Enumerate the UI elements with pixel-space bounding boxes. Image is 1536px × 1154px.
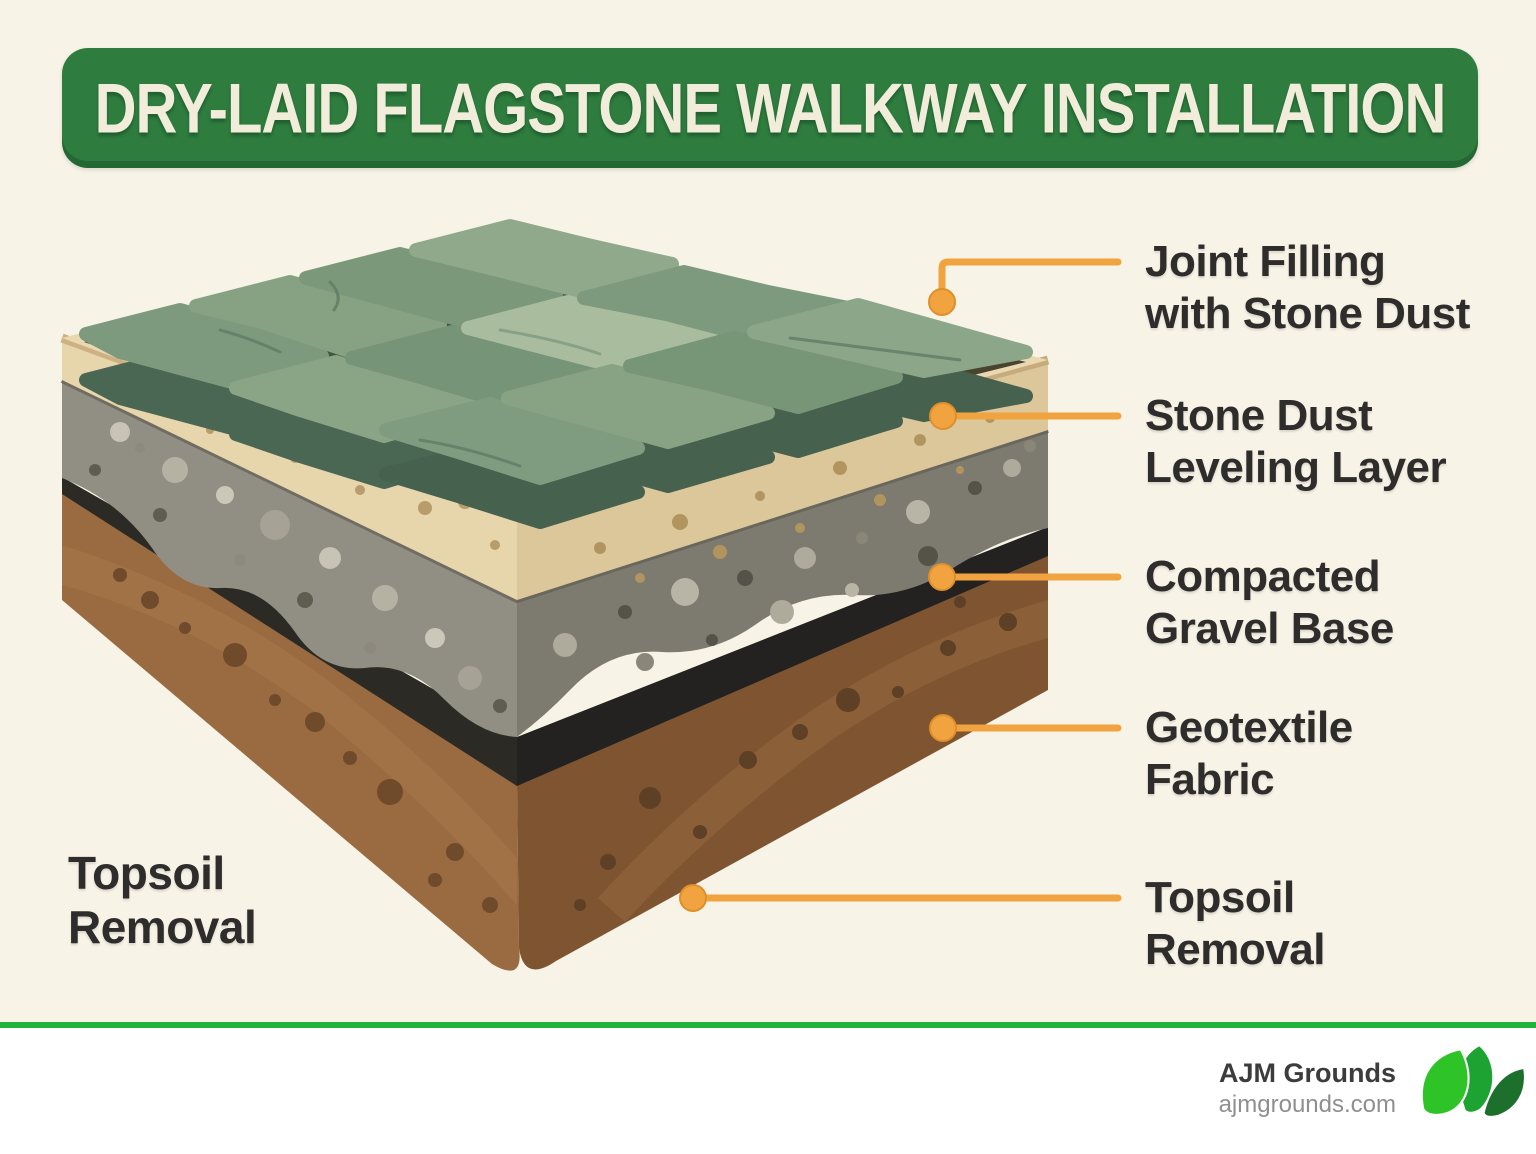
callout-label-stone-dust: Stone Dust Leveling Layer	[1145, 391, 1447, 492]
layer-flagstone	[79, 219, 1033, 529]
title-banner: DRY-LAID FLAGSTONE WALKWAY INSTALLATION	[62, 48, 1478, 168]
dot-gravel	[928, 563, 956, 591]
callout-lines	[689, 258, 1122, 902]
brand-block: AJM Grounds ajmgrounds.com	[1219, 1056, 1396, 1120]
callout-label-joint-filling: Joint Filling with Stone Dust	[1145, 237, 1470, 338]
callout-dots	[679, 288, 957, 912]
callout-label-topsoil: Topsoil Removal	[1145, 873, 1325, 974]
dot-topsoil	[679, 884, 707, 912]
side-label-topsoil-removal: Topsoil Removal	[68, 847, 257, 953]
dot-stone-dust	[929, 402, 957, 430]
page-title: DRY-LAID FLAGSTONE WALKWAY INSTALLATION	[94, 68, 1447, 148]
leader-joint-filling	[938, 258, 1122, 306]
brand-name: AJM Grounds	[1218, 1058, 1396, 1088]
leaf-logo-icon	[1420, 1044, 1526, 1118]
footer: AJM Grounds ajmgrounds.com	[0, 1022, 1536, 1154]
callout-label-gravel: Compacted Gravel Base	[1145, 552, 1394, 653]
layer-topsoil	[62, 490, 1048, 971]
brand-website: ajmgrounds.com	[1218, 1091, 1396, 1118]
callout-label-geotextile: Geotextile Fabric	[1145, 703, 1353, 804]
dot-geotextile	[929, 714, 957, 742]
footer-divider	[0, 1022, 1536, 1028]
dot-joint-filling	[928, 288, 956, 316]
